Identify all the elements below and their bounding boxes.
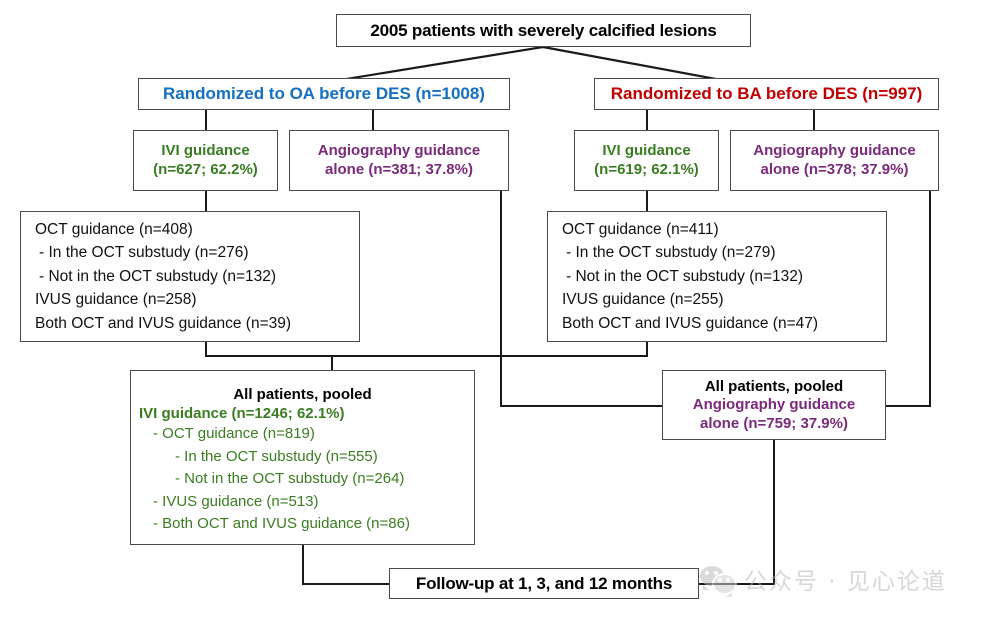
connector-right-detail-down bbox=[646, 342, 648, 357]
connector-ba-ivi-v bbox=[646, 110, 648, 130]
detail-box-ba: OCT guidance (n=411) - In the OCT substu… bbox=[547, 211, 887, 342]
pooled-ivi-heading: All patients, pooled bbox=[233, 386, 372, 404]
detail-right-line-3: - Not in the OCT substudy (n=132) bbox=[566, 267, 804, 285]
oa-ivi-line1: IVI guidance bbox=[161, 141, 250, 159]
guidance-box-oa-ivi: IVI guidance (n=627; 62.2%) bbox=[133, 130, 278, 191]
pooled-angio-heading: All patients, pooled bbox=[704, 377, 844, 395]
watermark-text: 公众号 · 见心论道 bbox=[744, 569, 947, 595]
connector-oa-angio-to-pooled-h bbox=[500, 405, 662, 407]
detail-left-line-2: - In the OCT substudy (n=276) bbox=[39, 244, 249, 262]
ba-ivi-line2: (n=619; 62.1%) bbox=[594, 160, 699, 178]
connector-oa-ivi-to-detail bbox=[205, 191, 207, 211]
arm-box-oa: Randomized to OA before DES (n=1008) bbox=[138, 78, 510, 110]
pooled-ivi-line-2: - In the OCT substudy (n=555) bbox=[175, 447, 378, 465]
detail-right-line-4: IVUS guidance (n=255) bbox=[562, 291, 724, 309]
pooled-ivi-line-4: - IVUS guidance (n=513) bbox=[153, 492, 319, 510]
oa-angio-line1: Angiography guidance bbox=[317, 141, 481, 159]
title-box: 2005 patients with severely calcified le… bbox=[336, 14, 751, 47]
pooled-ivi-subheading: IVI guidance (n=1246; 62.1%) bbox=[139, 404, 345, 422]
detail-right-line-2: - In the OCT substudy (n=279) bbox=[566, 244, 776, 262]
detail-right-line-1: OCT guidance (n=411) bbox=[562, 220, 719, 238]
detail-right-line-5: Both OCT and IVUS guidance (n=47) bbox=[562, 314, 819, 332]
detail-left-line-4: IVUS guidance (n=258) bbox=[35, 291, 197, 309]
connector-pooled-angio-down bbox=[773, 440, 775, 585]
detail-left-line-1: OCT guidance (n=408) bbox=[35, 220, 193, 238]
ba-ivi-line1: IVI guidance bbox=[602, 141, 691, 159]
connector-ba-angio-long-v bbox=[929, 191, 931, 407]
arm-label-ba: Randomized to BA before DES (n=997) bbox=[610, 84, 923, 103]
connector-oa-angio-v bbox=[372, 110, 374, 130]
connector-pooled-ivi-to-followup bbox=[302, 583, 390, 585]
connector-pooled-ivi-down bbox=[302, 545, 304, 585]
pooled-ivi-line-3: - Not in the OCT substudy (n=264) bbox=[175, 470, 405, 488]
oa-ivi-line2: (n=627; 62.2%) bbox=[153, 160, 258, 178]
connector-merge-to-pooled-ivi bbox=[331, 355, 333, 370]
guidance-box-ba-angio: Angiography guidance alone (n=378; 37.9%… bbox=[730, 130, 939, 191]
title-label: 2005 patients with severely calcified le… bbox=[370, 20, 717, 40]
pooled-ivi-line-5: - Both OCT and IVUS guidance (n=86) bbox=[153, 515, 410, 533]
guidance-box-ba-ivi: IVI guidance (n=619; 62.1%) bbox=[574, 130, 719, 191]
connector-oa-angio-long-v bbox=[500, 191, 502, 407]
followup-label: Follow-up at 1, 3, and 12 months bbox=[415, 573, 673, 593]
followup-box: Follow-up at 1, 3, and 12 months bbox=[389, 568, 699, 599]
pooled-box-ivi: All patients, pooled IVI guidance (n=124… bbox=[130, 370, 475, 545]
ba-angio-line1: Angiography guidance bbox=[753, 141, 916, 159]
connector-left-detail-down bbox=[205, 342, 207, 357]
detail-left-line-3: - Not in the OCT substudy (n=132) bbox=[39, 267, 277, 285]
connector-ba-angio-v bbox=[813, 110, 815, 130]
arm-box-ba: Randomized to BA before DES (n=997) bbox=[594, 78, 939, 110]
ba-angio-line2: alone (n=378; 37.9%) bbox=[760, 160, 909, 178]
pooled-ivi-line-1: - OCT guidance (n=819) bbox=[153, 425, 315, 443]
pooled-angio-line2: alone (n=759; 37.9%) bbox=[700, 414, 848, 432]
watermark: 公众号 · 见心论道 bbox=[700, 562, 947, 597]
connector-oa-ivi-v bbox=[205, 110, 207, 130]
guidance-box-oa-angio: Angiography guidance alone (n=381; 37.8%… bbox=[289, 130, 509, 191]
detail-box-oa: OCT guidance (n=408) - In the OCT substu… bbox=[20, 211, 360, 342]
arm-label-oa: Randomized to OA before DES (n=1008) bbox=[163, 84, 485, 103]
pooled-angio-line1: Angiography guidance bbox=[692, 396, 856, 413]
oa-angio-line2: alone (n=381; 37.8%) bbox=[325, 160, 473, 178]
connector-ba-angio-to-pooled-h bbox=[886, 405, 931, 407]
connector-detail-merge-h bbox=[205, 355, 648, 357]
connector-ba-ivi-to-detail bbox=[646, 191, 648, 211]
detail-left-line-5: Both OCT and IVUS guidance (n=39) bbox=[35, 314, 292, 332]
wechat-icon bbox=[700, 566, 737, 597]
pooled-box-angio: All patients, pooled Angiography guidanc… bbox=[662, 370, 886, 440]
